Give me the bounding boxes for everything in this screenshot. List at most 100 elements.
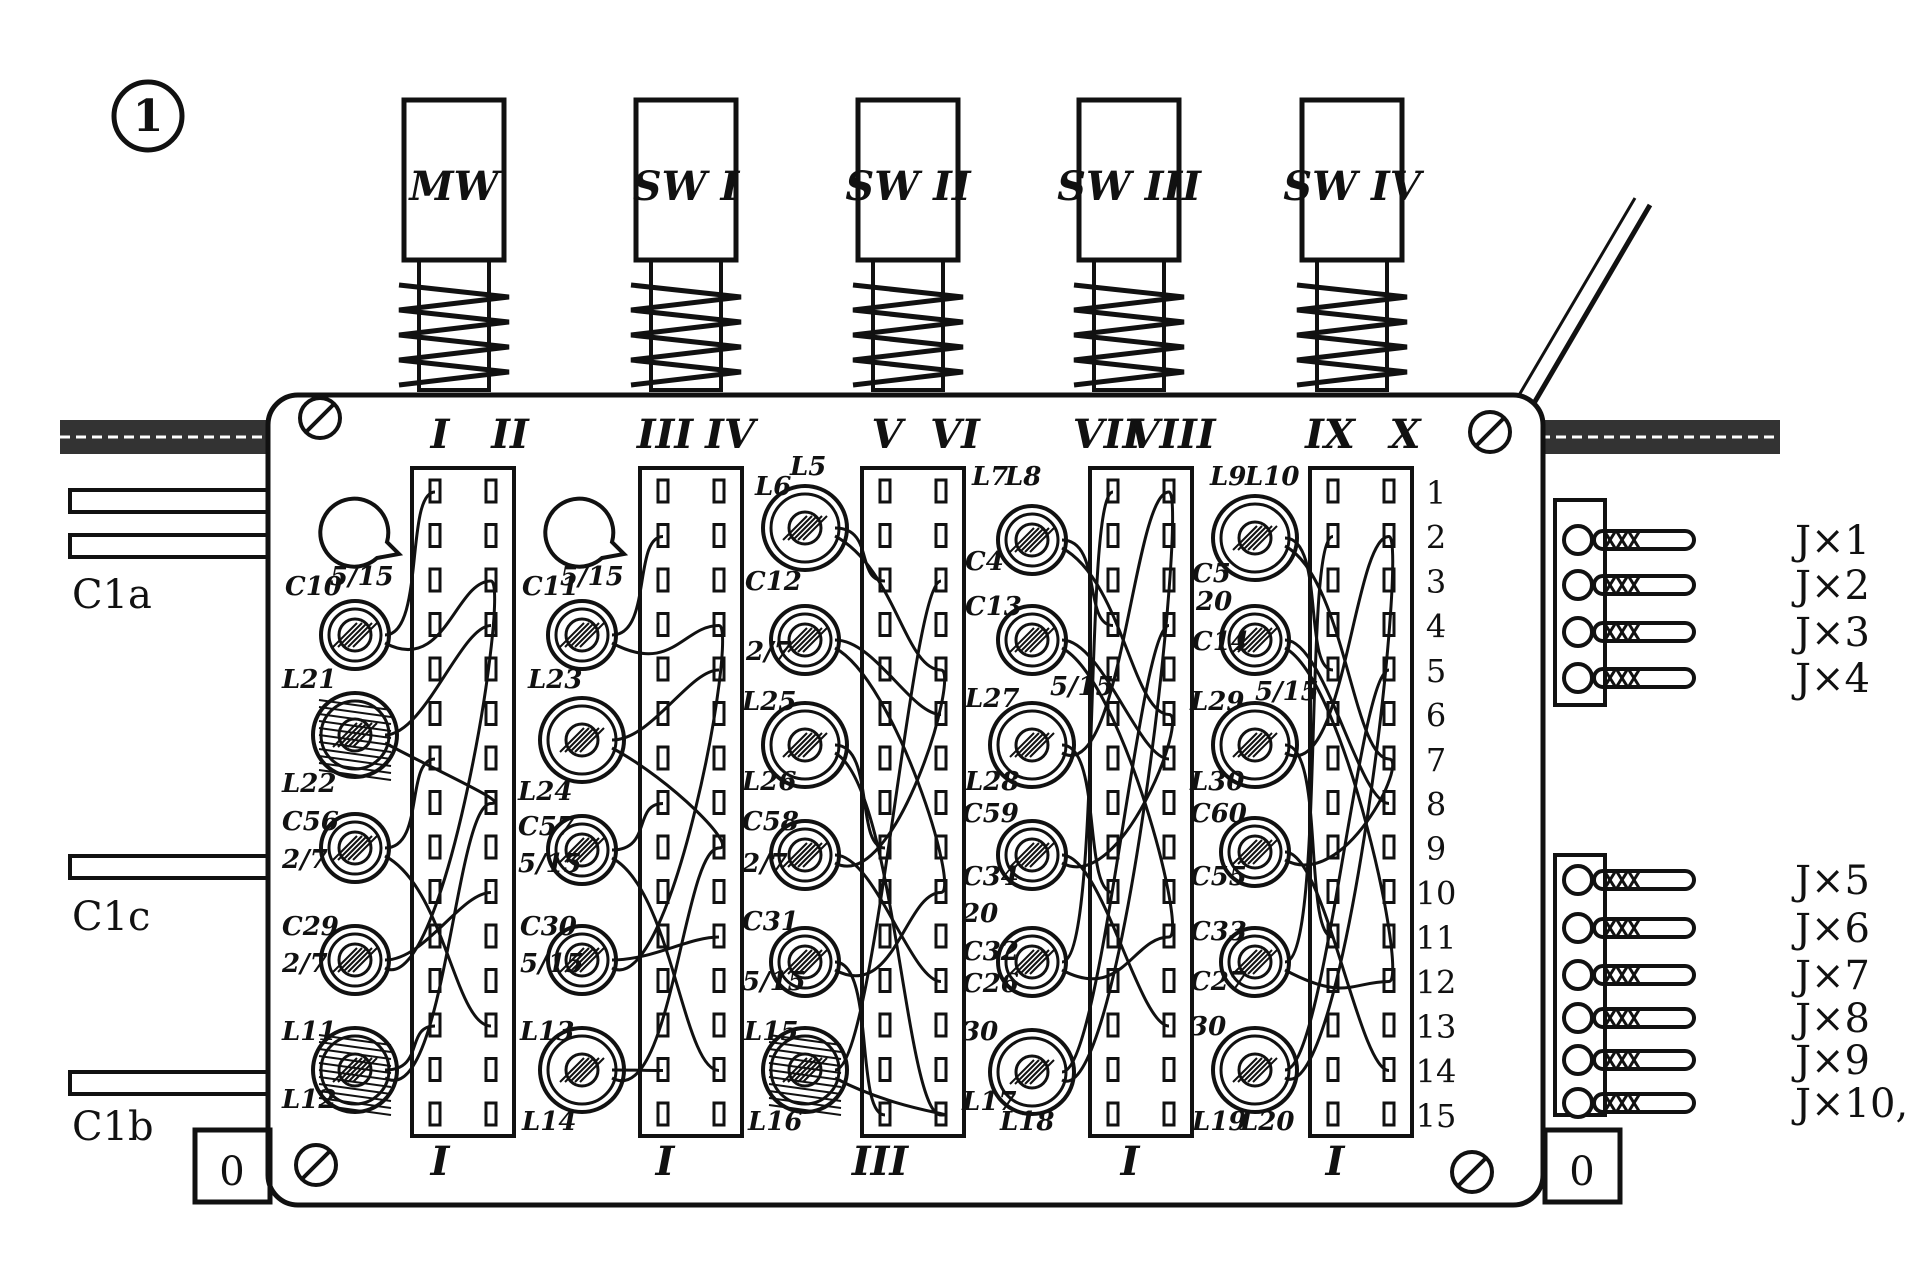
- button-label: SW II: [845, 163, 971, 210]
- terminal-lug: [1162, 790, 1176, 815]
- terminal-lug: [484, 923, 498, 949]
- row-number: 14: [1416, 1053, 1457, 1091]
- coil-former: [996, 604, 1068, 676]
- component-label: L19: [1191, 1107, 1246, 1137]
- component-label: C13: [965, 592, 1022, 622]
- component-label: 5/15: [1050, 672, 1114, 702]
- terminal-lug: [656, 567, 670, 593]
- component-label: L11: [281, 1017, 336, 1047]
- terminal-lug: [712, 745, 726, 771]
- coil-cutout: [318, 496, 404, 569]
- component-label: L15: [743, 1017, 798, 1047]
- column-label-VI: VI: [930, 411, 981, 458]
- terminal-lug: [484, 1101, 498, 1127]
- output-terminal-7: J×7: [1562, 953, 1870, 999]
- coil-former: [996, 504, 1068, 576]
- component-label: L30: [1189, 767, 1244, 797]
- terminal-lug: [878, 790, 892, 815]
- terminal-lug: [1106, 968, 1120, 993]
- component-label: L18: [999, 1107, 1054, 1137]
- terminal-lug: [878, 478, 892, 504]
- terminal-lug: [1382, 879, 1396, 904]
- component-label: 5/15: [518, 849, 582, 879]
- component-label: L21: [281, 665, 336, 695]
- terminal-lug: [1162, 478, 1176, 504]
- component-label: L14: [521, 1107, 576, 1137]
- terminal-lug: [1382, 523, 1396, 548]
- component-label: 2/7: [281, 949, 328, 979]
- coil-former: [1211, 1026, 1299, 1114]
- terminal-lug: [656, 612, 670, 637]
- row-number: 2: [1426, 519, 1446, 557]
- component-label: L22: [281, 769, 336, 799]
- terminal-lug: [484, 745, 498, 771]
- component-label: L13: [519, 1017, 574, 1047]
- component-label: C26: [962, 969, 1019, 999]
- coil-cutout: [543, 496, 629, 569]
- terminal-lug: [1382, 834, 1396, 860]
- terminal-label: J×2: [1791, 563, 1870, 609]
- coil-former: [1219, 816, 1291, 888]
- label-c1b: C1b: [72, 1104, 154, 1150]
- component-label: L6: [754, 472, 791, 502]
- component-label: 2/7: [741, 849, 788, 879]
- corner-box-right: 0: [1542, 1127, 1623, 1205]
- component-label: 5/15: [1255, 677, 1319, 707]
- terminal-lug: [1162, 612, 1176, 637]
- right-cable: [1540, 420, 1780, 454]
- terminal-lug: [1106, 1012, 1120, 1038]
- terminal-lug: [1326, 478, 1340, 504]
- component-label: C60: [1190, 799, 1247, 829]
- terminal-lug: [1106, 478, 1120, 504]
- row-number: 9: [1426, 830, 1446, 868]
- component-label: L17: [961, 1087, 1016, 1117]
- component-label: L24: [517, 777, 572, 807]
- column-label-VII: VII: [1073, 411, 1143, 458]
- terminal-lug: [1106, 745, 1120, 771]
- terminal-lug: [1162, 834, 1176, 860]
- coil-former: [996, 819, 1068, 891]
- terminal-lug: [934, 1012, 948, 1038]
- terminal-lug: [934, 790, 948, 815]
- push-button-1: SW I: [630, 97, 742, 392]
- coil-former: [311, 1026, 399, 1116]
- component-label: L10: [1244, 462, 1299, 492]
- output-terminal-4: J×4: [1562, 656, 1870, 702]
- coil-former: [546, 924, 618, 996]
- terminal-lug: [878, 656, 892, 682]
- row-number: 12: [1416, 964, 1457, 1002]
- terminal-lug: [1326, 790, 1340, 815]
- component-label: C27: [1190, 967, 1247, 997]
- terminal-label: J×1: [1791, 518, 1870, 564]
- row-number: 8: [1426, 786, 1446, 824]
- terminal-lug: [934, 1057, 948, 1082]
- terminal-lug: [428, 612, 442, 637]
- terminal-label: J×8: [1791, 996, 1870, 1042]
- panel: [265, 392, 1546, 1208]
- terminal-lug: [1106, 1101, 1120, 1127]
- component-label: C57: [518, 812, 575, 842]
- terminal-lug: [712, 1012, 726, 1038]
- bottom-marker: III: [851, 1138, 909, 1185]
- push-button-3: SW III: [1057, 97, 1202, 392]
- terminal-lug: [712, 790, 726, 815]
- terminal-lug: [428, 834, 442, 860]
- component-label: 2/7: [745, 637, 792, 667]
- terminal-lug: [1162, 656, 1176, 682]
- coil-former: [988, 1028, 1076, 1116]
- row-number: 5: [1426, 652, 1446, 690]
- terminal-lug: [1326, 523, 1340, 548]
- button-label: SW I: [633, 163, 741, 210]
- row-number: 7: [1426, 741, 1446, 779]
- terminal-lug: [428, 1057, 442, 1082]
- output-terminal-2: J×2: [1562, 563, 1870, 609]
- coil-former: [761, 484, 849, 572]
- terminal-lug: [1382, 567, 1396, 593]
- coil-former: [1211, 494, 1299, 582]
- corner-box-left: 0: [192, 1127, 273, 1205]
- terminal-lug: [484, 879, 498, 904]
- terminal-label: J×5: [1791, 858, 1870, 904]
